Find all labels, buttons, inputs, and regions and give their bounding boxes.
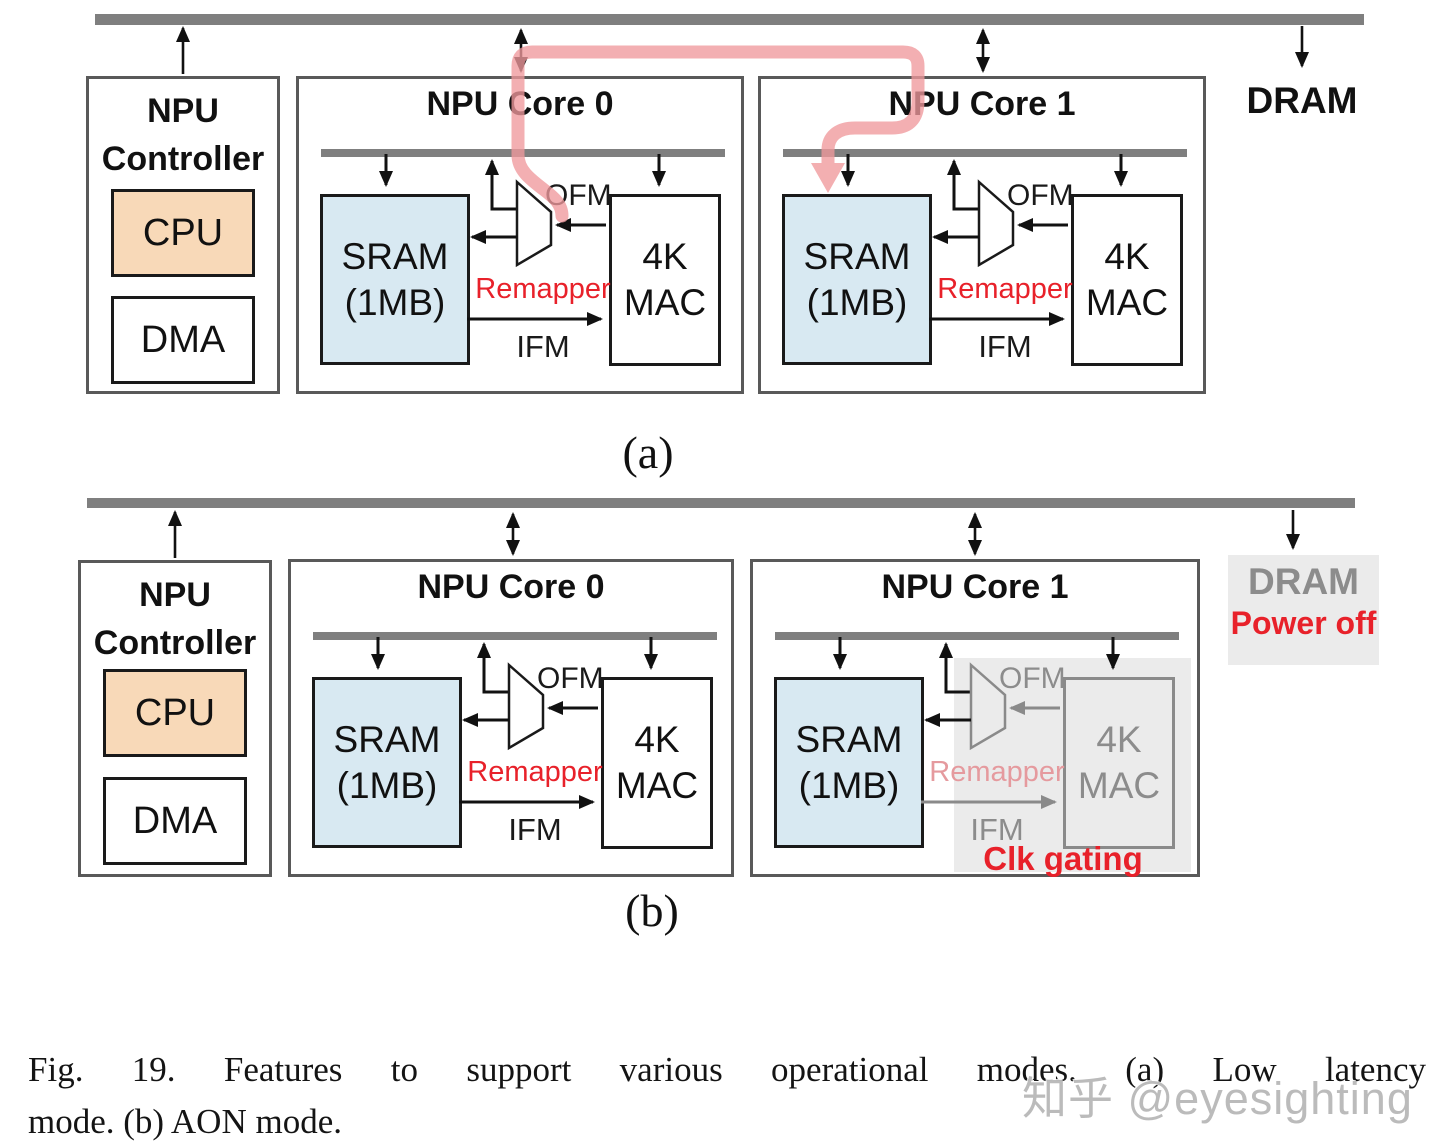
- npu-core0-box-b: NPU Core 0 SRAM (1MB) 4K MAC OFM Remappe…: [288, 559, 734, 877]
- npu-controller-title-line1: NPU: [139, 576, 211, 614]
- sram-box: SRAM (1MB): [774, 677, 924, 848]
- ifm-label: IFM: [970, 812, 1024, 847]
- clk-gating-label: Clk gating: [983, 840, 1143, 877]
- dram-power-off-box: DRAM Power off: [1228, 555, 1379, 665]
- npu-controller-box-b: NPU Controller CPU DMA: [78, 560, 272, 877]
- remapper-label: Remapper: [929, 756, 1065, 788]
- ifm-label: IFM: [516, 329, 570, 364]
- ofm-label: OFM: [999, 662, 1066, 695]
- npu-core0-box-a: NPU Core 0 SRAM (1MB) 4K MAC OFM Remappe…: [296, 76, 744, 394]
- remapper-label: Remapper: [937, 273, 1073, 305]
- power-off-label: Power off: [1230, 605, 1377, 641]
- core-internal-bus: [321, 149, 725, 157]
- npu-controller-box-a: NPU Controller CPU DMA: [86, 76, 280, 394]
- core-title: NPU Core 1: [888, 85, 1076, 123]
- core-internal-bus: [783, 149, 1187, 157]
- panel-b-label: (b): [625, 885, 679, 936]
- dma-box: DMA: [103, 777, 247, 865]
- sram-box: SRAM (1MB): [312, 677, 462, 848]
- figure-caption-line2: mode. (b) AON mode.: [28, 1102, 342, 1141]
- remapper-label: Remapper: [475, 273, 611, 305]
- npu-controller-title-line2: Controller: [93, 624, 257, 662]
- npu-controller-title-line1: NPU: [147, 92, 219, 130]
- dram-label-a: DRAM: [1246, 80, 1358, 121]
- dram-label-b: DRAM: [1248, 561, 1359, 602]
- core-title: NPU Core 1: [881, 568, 1069, 606]
- dma-box: DMA: [111, 296, 255, 384]
- ifm-label: IFM: [978, 329, 1032, 364]
- system-bus-a: [95, 14, 1364, 25]
- remapper-label: Remapper: [467, 756, 603, 788]
- core-internal-bus: [775, 632, 1179, 640]
- mac-box-gated: 4K MAC: [1063, 677, 1175, 849]
- system-bus-b: [87, 498, 1355, 508]
- core-title: NPU Core 0: [417, 568, 605, 606]
- core-title: NPU Core 0: [426, 85, 614, 123]
- ofm-label: OFM: [537, 662, 604, 695]
- ifm-label: IFM: [508, 812, 562, 847]
- mac-box: 4K MAC: [1071, 194, 1183, 366]
- mac-box: 4K MAC: [609, 194, 721, 366]
- cpu-box: CPU: [103, 669, 247, 757]
- sram-box: SRAM (1MB): [320, 194, 470, 365]
- panel-a-label: (a): [622, 427, 674, 478]
- cpu-box: CPU: [111, 189, 255, 277]
- mac-box: 4K MAC: [601, 677, 713, 849]
- sram-box: SRAM (1MB): [782, 194, 932, 365]
- ofm-label: OFM: [545, 179, 612, 212]
- ofm-label: OFM: [1007, 179, 1074, 212]
- npu-core1-box-b: NPU Core 1 SRAM (1MB) 4K MAC OFM Remappe…: [750, 559, 1200, 877]
- core-internal-bus: [313, 632, 717, 640]
- npu-controller-title-line2: Controller: [101, 140, 265, 178]
- npu-core1-box-a: NPU Core 1 SRAM (1MB) 4K MAC OFM Remappe…: [758, 76, 1206, 394]
- watermark: 知乎 @eyesighting: [1022, 1073, 1413, 1124]
- figure-caption-line1: Fig. 19. Features to support various ope…: [28, 1050, 1426, 1089]
